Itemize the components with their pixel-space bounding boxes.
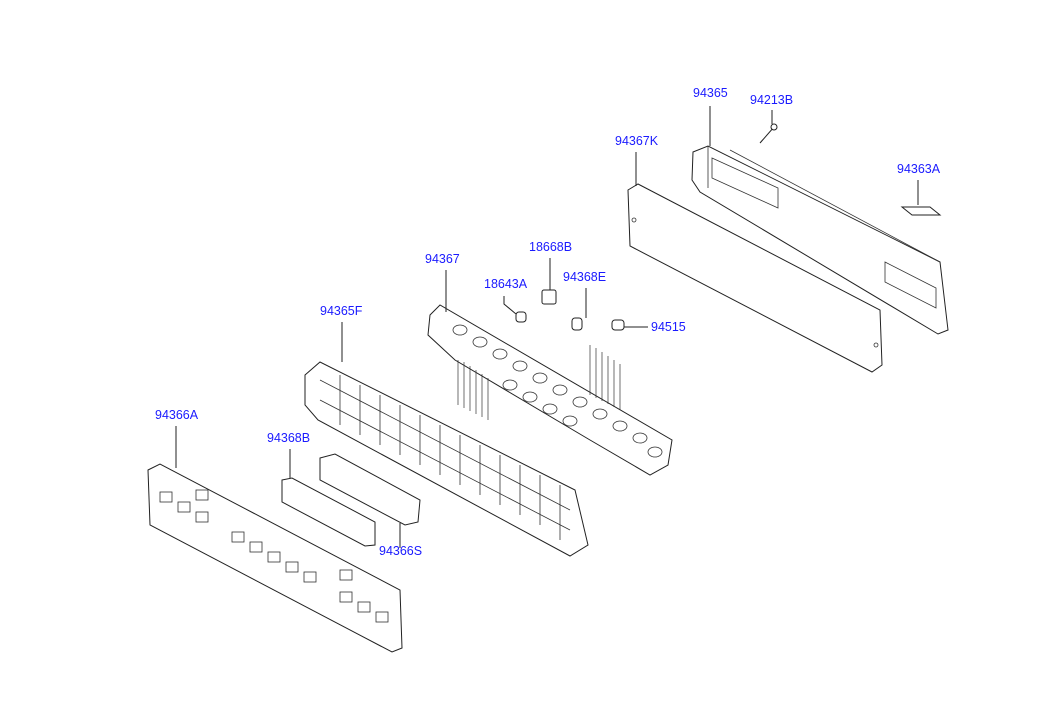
callout-94515[interactable]: 94515	[651, 320, 686, 334]
part-18668B-socket	[541, 289, 557, 305]
callout-94363A[interactable]: 94363A	[897, 162, 941, 176]
part-94367-circuit-board	[427, 304, 673, 476]
part-94365F-frame	[304, 361, 589, 557]
callout-18643A[interactable]: 18643A	[484, 277, 528, 291]
part-94365-housing	[691, 145, 949, 335]
leader-lines	[175, 106, 919, 548]
part-18643A-bulb	[515, 311, 527, 323]
part-94366A-face-plate	[147, 463, 403, 653]
part-94363A-pad	[900, 206, 942, 216]
callout-94366A[interactable]: 94366A	[155, 408, 199, 422]
callout-94213B[interactable]: 94213B	[750, 93, 794, 107]
callout-94367K[interactable]: 94367K	[615, 134, 659, 148]
callout-94367[interactable]: 94367	[425, 252, 460, 266]
callout-94368E[interactable]: 94368E	[563, 270, 607, 284]
callout-94365[interactable]: 94365	[693, 86, 728, 100]
part-94366S-lens	[319, 453, 421, 526]
callout-94365F[interactable]: 94365F	[320, 304, 363, 318]
callout-94368B[interactable]: 94368B	[267, 431, 311, 445]
part-94367K-plate	[627, 183, 883, 373]
callout-18668B[interactable]: 18668B	[529, 240, 573, 254]
part-94368E-bulb	[571, 317, 583, 331]
part-94368B-filter	[281, 477, 376, 547]
callout-94366S[interactable]: 94366S	[379, 544, 423, 558]
part-94213B-screw	[759, 123, 778, 144]
part-94515-screw	[611, 319, 625, 331]
